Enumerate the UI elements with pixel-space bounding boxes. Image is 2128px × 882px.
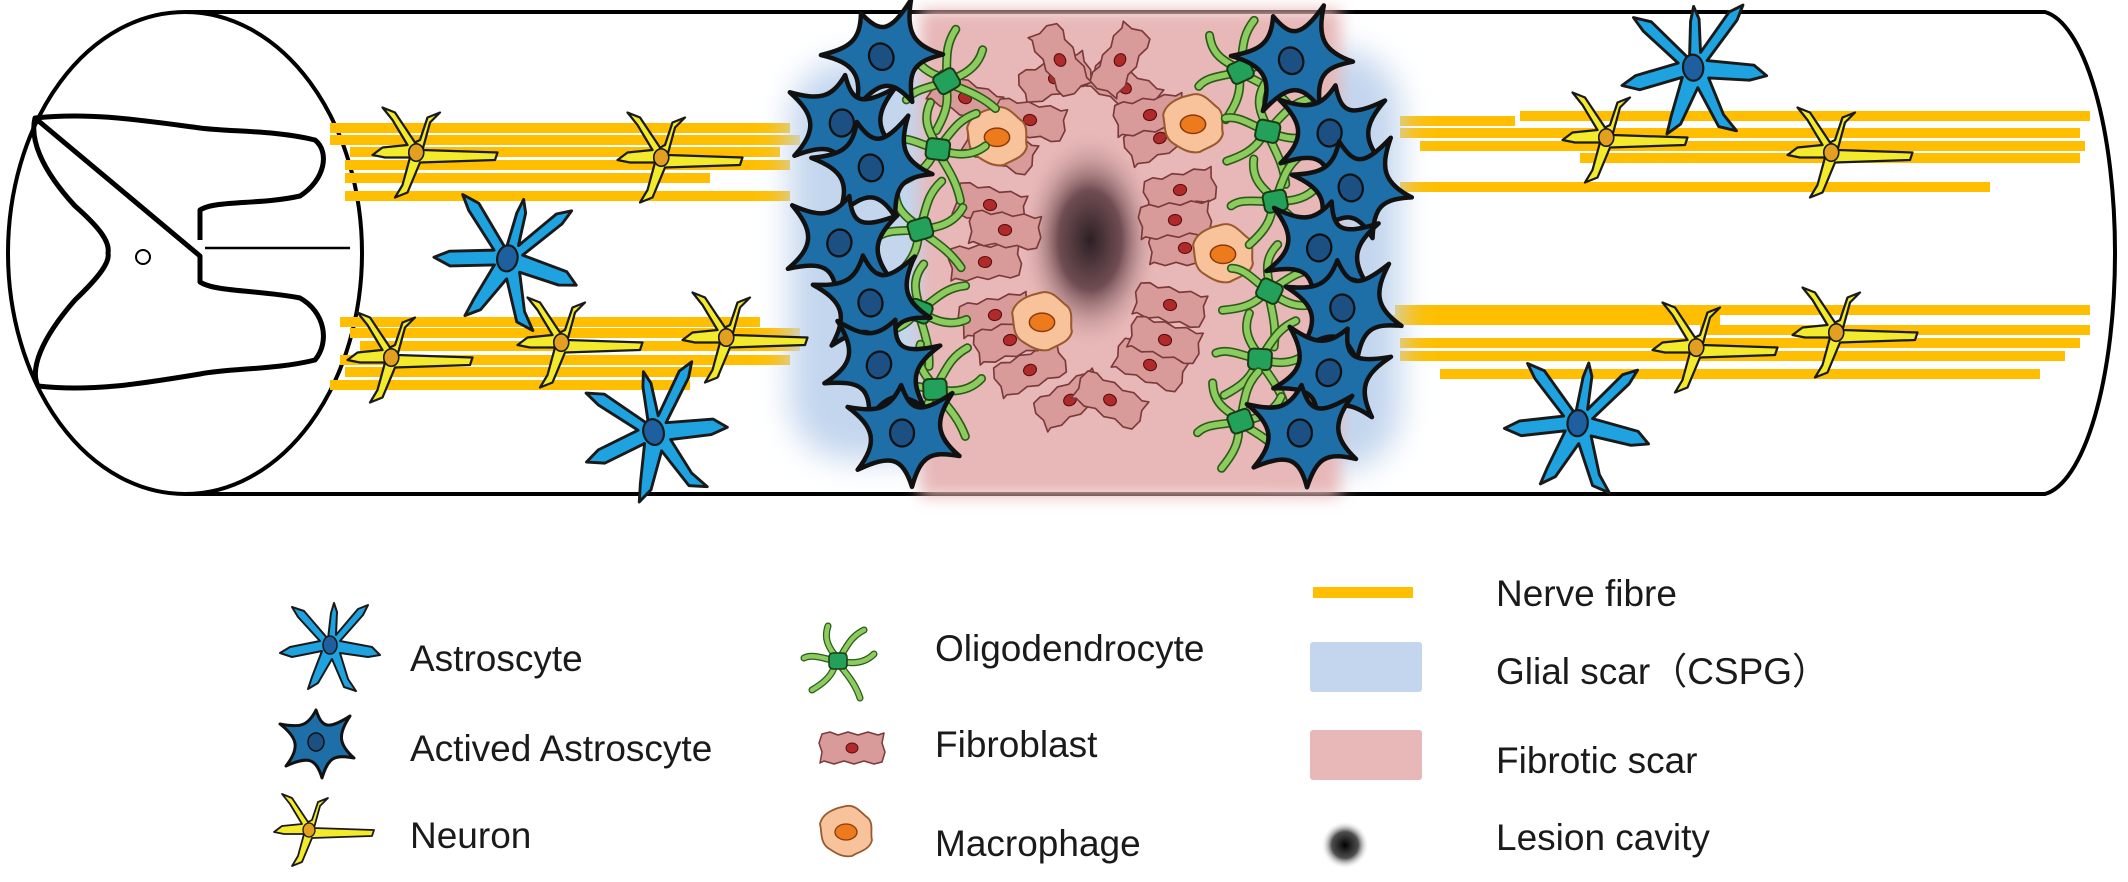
nerve-fibre bbox=[345, 367, 720, 377]
legend-oligodendrocyte-icon bbox=[804, 626, 874, 698]
legend-label-astrocyte: Astroscyte bbox=[410, 638, 583, 679]
legend-actived-astrocyte-icon bbox=[278, 708, 356, 780]
nerve-fibre bbox=[1420, 141, 2085, 151]
legend-lesion-cavity-swatch bbox=[1321, 821, 1369, 869]
nerve-fibre bbox=[1440, 369, 2040, 379]
legend-label-glial-scar: Glial scar（CSPG） bbox=[1496, 651, 1830, 692]
nerve-fibre bbox=[345, 191, 790, 201]
nerve-fibre bbox=[345, 173, 710, 183]
legend-label-fibroblast: Fibroblast bbox=[935, 724, 1098, 765]
nerve-fibre bbox=[1400, 116, 1515, 126]
legend-astrocyte-icon bbox=[279, 602, 381, 692]
nerve-fibre bbox=[1400, 182, 1990, 192]
legend-glial-scar-swatch bbox=[1310, 642, 1422, 692]
nerve-fibre bbox=[340, 355, 790, 365]
legend-label-nerve-fibre: Nerve fibre bbox=[1496, 573, 1677, 614]
nerve-fibre bbox=[330, 123, 790, 133]
nerve-fibre bbox=[350, 328, 800, 338]
legend-label-macrophage: Macrophage bbox=[935, 823, 1141, 864]
nerve-fibre bbox=[330, 380, 690, 390]
nerve-fibre bbox=[1400, 338, 2080, 348]
legend-nerve-fibre-swatch bbox=[1313, 587, 1413, 598]
nerve-fibre bbox=[1395, 305, 2090, 315]
legend-fibrotic-scar-swatch bbox=[1310, 730, 1422, 780]
nerve-fibre bbox=[330, 135, 800, 145]
legend-label-neuron: Neuron bbox=[410, 815, 532, 856]
legend-neuron-icon bbox=[273, 793, 375, 867]
legend-label-oligodendrocyte: Oligodendrocyte bbox=[935, 628, 1205, 669]
nerve-fibre bbox=[1390, 315, 1720, 325]
legend-macrophage-icon bbox=[819, 804, 873, 858]
grey-matter-cross-section bbox=[31, 113, 350, 391]
legend-icons bbox=[273, 587, 1422, 869]
legend-fibroblast-icon bbox=[818, 731, 886, 765]
nerve-fibre bbox=[1700, 325, 2090, 335]
legend-label-actived-astrocyte: Actived Astroscyte bbox=[410, 728, 713, 769]
legend-label-fibrotic-scar: Fibrotic scar bbox=[1496, 740, 1698, 781]
legend-label-lesion-cavity: Lesion cavity bbox=[1496, 817, 1710, 858]
nerve-fibre bbox=[345, 160, 790, 170]
nerve-fibre bbox=[350, 147, 780, 157]
nerve-fibre bbox=[1400, 128, 2080, 138]
